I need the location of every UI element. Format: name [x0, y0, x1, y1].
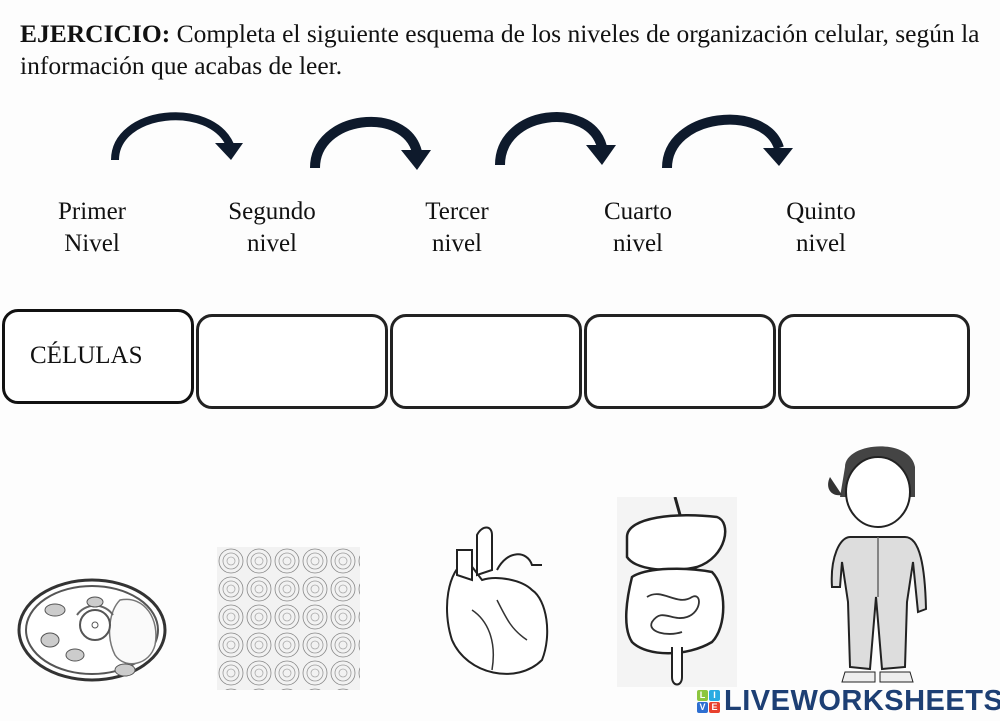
exercise-label: EJERCICIO: [20, 19, 171, 48]
plant-cell-icon [17, 578, 167, 682]
heart-organ-icon [446, 526, 549, 675]
answer-input-5[interactable] [781, 317, 967, 380]
answer-box-2[interactable] [196, 314, 388, 409]
answer-cells: CÉLULAS [30, 342, 143, 369]
curved-arrow-icon [662, 114, 793, 169]
answer-box-5[interactable] [778, 314, 970, 409]
digestive-system-icon [617, 497, 737, 687]
answer-box-3[interactable] [390, 314, 582, 409]
curved-arrow-icon [111, 112, 243, 161]
answer-box-1: CÉLULAS [2, 309, 194, 404]
human-body-organism-icon [828, 446, 928, 683]
answer-box-4[interactable] [584, 314, 776, 409]
answer-input-2[interactable] [199, 317, 385, 380]
curved-arrow-icon [495, 112, 616, 166]
instructions-text: Completa el siguiente esquema de los niv… [20, 19, 980, 80]
curved-arrow-icon [310, 116, 431, 170]
answer-input-4[interactable] [587, 317, 773, 380]
tissue-icon [217, 547, 360, 690]
logo-text: LIVEWORKSHEETS [724, 685, 1000, 717]
instructions: EJERCICIO: Completa el siguiente esquema… [20, 18, 995, 82]
answer-input-3[interactable] [393, 317, 579, 380]
live-logo-icon: L I V E [697, 690, 720, 713]
liveworksheets-logo: L I V E LIVEWORKSHEETS [697, 685, 1000, 718]
